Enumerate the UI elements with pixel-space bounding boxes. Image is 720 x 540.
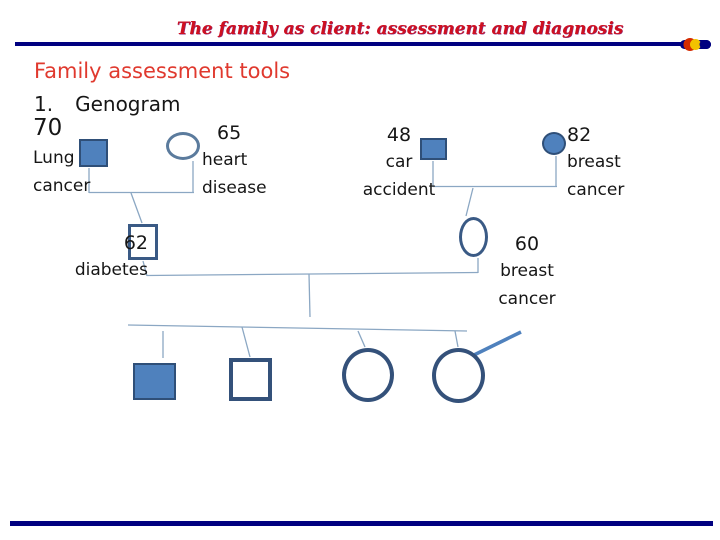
person-label-mother: 60 breast cancer [492,231,562,313]
list-number: 1. [34,92,54,116]
condition-label: diabetes [74,260,148,280]
drop-line-daughter-2 [454,330,459,348]
age-label: 82 [567,124,592,146]
genogram-circle-mother [459,217,488,257]
age-label: 60 [514,233,540,255]
person-label-paternal-grandmother: 65 heart disease [202,120,276,202]
age-label: 65 [217,122,242,144]
age-label: 70 [33,115,63,141]
descent-line-paternal [130,192,143,224]
condition-label: heart disease [202,150,267,198]
genogram-square-father [128,224,158,260]
person-label-father: 62 diabetes [56,230,148,284]
descent-line-parents [308,273,311,318]
drop-line-daughter-1 [357,330,366,348]
drop-line-son-2 [241,326,251,358]
condition-label: breast cancer [567,152,625,200]
genogram-circle-paternal-grandmother [166,132,200,160]
person-label-maternal-grandmother: 82 breast cancer [567,122,643,204]
genogram-square-son-2 [229,358,272,401]
footer-rule [10,521,713,526]
proband-pointer-line [473,330,522,357]
genogram-square-maternal-grandfather [420,138,447,160]
genogram-circle-maternal-grandmother [542,132,566,155]
slide-header-title: The family as client: assessment and dia… [176,19,624,39]
person-label-maternal-grandfather: 48 car accident [356,122,442,204]
condition-label: Lung cancer [33,148,91,196]
age-label: 62 [123,232,148,254]
genogram-square-paternal-grandfather [79,139,108,167]
age-label: 48 [386,124,412,146]
list-label: Genogram [75,92,181,116]
header-bullet-icon [680,38,711,51]
condition-label: breast cancer [498,261,556,309]
list-item-genogram: 1. Genogram [34,92,180,116]
condition-label: car accident [362,152,436,200]
descent-line-maternal [465,187,474,217]
genogram-circle-daughter-2 [432,348,485,403]
slide-heading: Family assessment tools [34,59,291,83]
marriage-line-parents [146,271,479,277]
genogram-circle-daughter-1 [342,348,394,402]
person-label-paternal-grandfather: 70 Lung cancer [33,112,97,200]
sibling-line [127,324,468,332]
header-rule [15,42,682,46]
genogram-square-son-1 [133,363,176,400]
